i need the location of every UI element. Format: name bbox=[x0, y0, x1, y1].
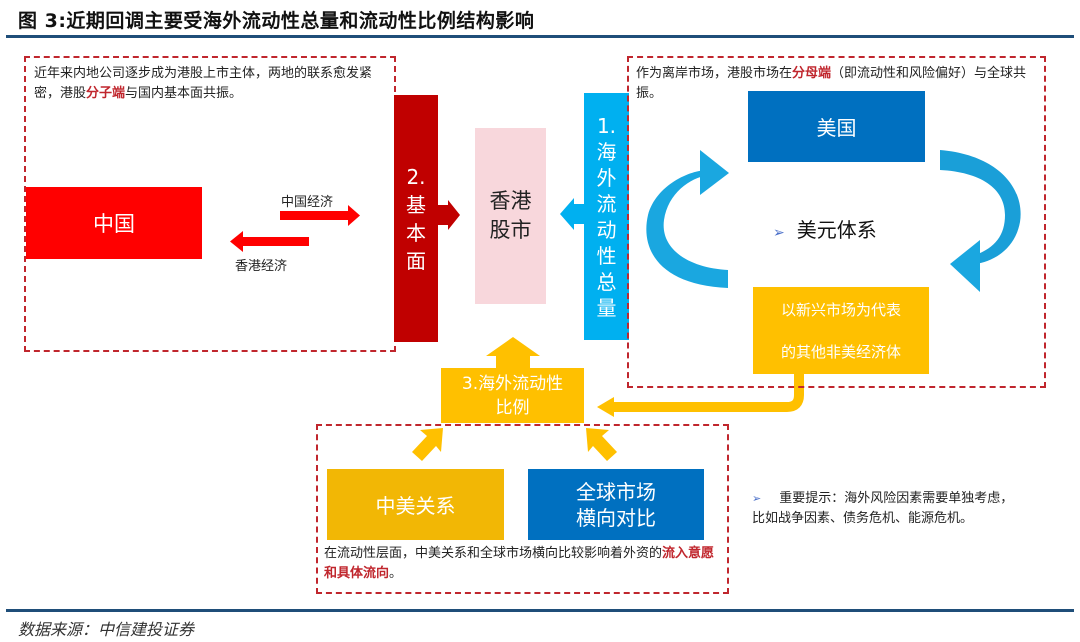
hk-economy-label: 香港经济 bbox=[235, 259, 288, 274]
usd-system: ➢ 美元体系 bbox=[773, 214, 877, 243]
arrow-em-to-ratio-head bbox=[597, 397, 614, 417]
cycle-arrow-left bbox=[646, 150, 729, 288]
global-note-tail: （即流动性和风险偏好）与全球共振。 bbox=[636, 66, 1027, 101]
bullet-arrow-icon: ➢ bbox=[752, 492, 762, 505]
hk-market-box: 香港 股市 bbox=[475, 128, 546, 304]
arrow-liquidity-to-hk bbox=[560, 198, 586, 230]
global-note: 作为离岸市场，港股市场在分母端（即流动性和风险偏好）与全球共振。 bbox=[636, 64, 1041, 104]
fundamental-char: 基 bbox=[406, 192, 426, 217]
hk-market-line1: 香港 bbox=[489, 189, 532, 213]
liquidity-ratio-box: 3.海外流动性 比例 bbox=[441, 368, 584, 423]
liquidity-char: 外 bbox=[596, 165, 617, 190]
title-rule bbox=[6, 35, 1074, 38]
fundamental-bar: 2. 基 本 面 bbox=[394, 95, 438, 342]
global-note-text: 作为离岸市场，港股市场在 bbox=[636, 66, 793, 81]
domestic-note-tail: 与国内基本面共振。 bbox=[125, 86, 243, 101]
global-line2: 横向对比 bbox=[576, 505, 656, 530]
cycle-arrow-right bbox=[940, 150, 1021, 292]
us-box: 美国 bbox=[748, 91, 925, 162]
fundamental-char: 本 bbox=[406, 220, 426, 245]
numerator-highlight: 分子端 bbox=[86, 86, 126, 101]
hk-market-line2: 股市 bbox=[489, 218, 532, 242]
fundamental-num: 2. bbox=[406, 164, 426, 189]
inflow-highlight: 流入意愿和具体流向 bbox=[324, 546, 715, 581]
risk-tip: ➢ 重要提示：海外风险因素需要单独考虑， 比如战争因素、债务危机、能源危机。 bbox=[752, 489, 1072, 529]
liquidity-total-bar: 1. 海 外 流 动 性 总 量 bbox=[584, 93, 629, 340]
fundamental-char: 面 bbox=[406, 248, 426, 273]
arrow-sinous-up bbox=[412, 428, 443, 461]
global-line1: 全球市场 bbox=[576, 479, 656, 504]
source-note: 数据来源：中信建投证券 bbox=[18, 620, 195, 639]
ratio-line1: 3.海外流动性 bbox=[461, 373, 564, 394]
arrow-china-economy bbox=[280, 205, 360, 226]
arrow-hk-economy bbox=[230, 231, 309, 252]
bottom-note-text: 在流动性层面，中美关系和全球市场横向比较影响着外资的 bbox=[324, 546, 663, 561]
tip-line1: 重要提示：海外风险因素需要单独考虑， bbox=[779, 491, 1014, 506]
bottom-note: 在流动性层面，中美关系和全球市场横向比较影响着外资的流入意愿和具体流向。 bbox=[324, 544, 724, 584]
liquidity-char: 流 bbox=[596, 191, 617, 216]
bottom-panel bbox=[316, 424, 729, 594]
ratio-line2: 比例 bbox=[495, 397, 530, 418]
bullet-arrow-icon: ➢ bbox=[773, 225, 785, 241]
liquidity-num: 1. bbox=[596, 113, 617, 138]
denominator-highlight: 分母端 bbox=[792, 66, 832, 81]
global-panel bbox=[627, 56, 1046, 388]
liquidity-char: 量 bbox=[596, 295, 617, 320]
global-compare-box: 全球市场 横向对比 bbox=[528, 469, 704, 540]
figure-title: 图 3:近期回调主要受海外流动性总量和流动性比例结构影响 bbox=[18, 10, 535, 32]
bottom-note-tail: 。 bbox=[389, 566, 403, 581]
liquidity-char: 性 bbox=[596, 243, 617, 268]
domestic-note-text: 近年来内地公司逐步成为港股上市主体，两地的联系愈发紧密，港股 bbox=[34, 66, 373, 101]
tip-line2: 比如战争因素、债务危机、能源危机。 bbox=[752, 511, 974, 526]
china-economy-label: 中国经济 bbox=[281, 195, 334, 210]
em-box: 以新兴市场为代表 的其他非美经济体 bbox=[753, 287, 929, 374]
liquidity-char: 总 bbox=[596, 269, 617, 294]
arrow-fundamental-to-hk bbox=[438, 200, 460, 230]
arrow-ratio-up bbox=[486, 337, 540, 368]
em-line1: 以新兴市场为代表 bbox=[780, 300, 901, 319]
china-box: 中国 bbox=[26, 187, 202, 259]
footer-rule bbox=[6, 609, 1074, 612]
arrow-global-up bbox=[586, 428, 617, 461]
domestic-note: 近年来内地公司逐步成为港股上市主体，两地的联系愈发紧密，港股分子端与国内基本面共… bbox=[34, 64, 386, 104]
em-line2: 的其他非美经济体 bbox=[780, 342, 901, 361]
sino-us-box: 中美关系 bbox=[327, 469, 504, 540]
liquidity-char: 海 bbox=[596, 139, 617, 164]
arrow-em-to-ratio bbox=[612, 374, 804, 412]
liquidity-char: 动 bbox=[596, 217, 617, 242]
usd-system-label: 美元体系 bbox=[796, 218, 877, 242]
